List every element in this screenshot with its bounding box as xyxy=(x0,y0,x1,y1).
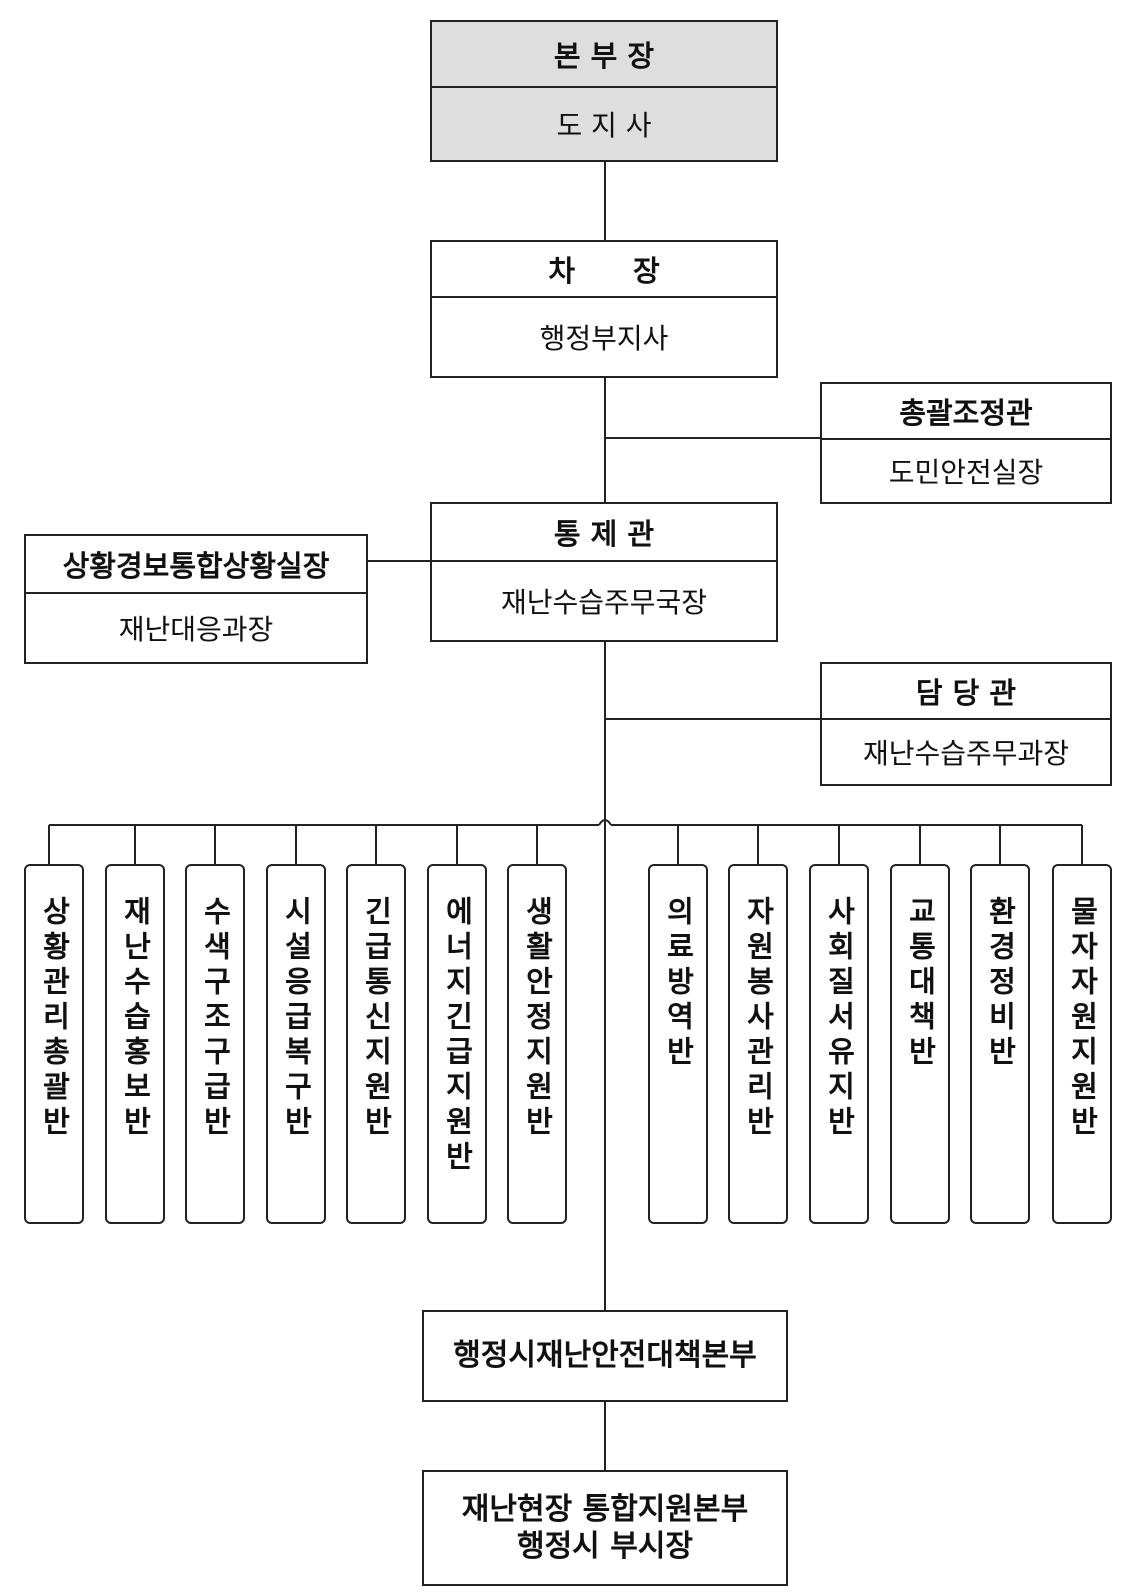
controller-box: 통 제 관 재난수습주무국장 xyxy=(430,502,778,642)
unit-label: 자원봉사관리반 xyxy=(741,896,776,1141)
field-hq-line1: 재난현장 통합지원본부 xyxy=(461,1491,749,1527)
general-coordinator-box: 총괄조정관 도민안전실장 xyxy=(820,382,1112,504)
officer-in-charge-holder: 재난수습주무과장 xyxy=(862,737,1070,770)
unit-label: 에너지긴급지원반 xyxy=(440,896,475,1176)
unit-situation-management: 상황관리총괄반 xyxy=(24,864,84,1224)
city-hq-box: 행정시재난안전대책본부 xyxy=(422,1310,788,1402)
field-hq-box: 재난현장 통합지원본부 행정시 부시장 xyxy=(422,1470,788,1586)
unit-label: 교통대책반 xyxy=(903,896,938,1071)
unit-label: 환경정비반 xyxy=(983,896,1018,1071)
unit-label: 재난수습홍보반 xyxy=(118,896,153,1141)
unit-label: 긴급통신지원반 xyxy=(359,896,394,1141)
situation-office-box: 상황경보통합상황실장 재난대응과장 xyxy=(24,534,368,664)
general-coordinator-title: 총괄조정관 xyxy=(822,384,1110,440)
deputy-title: 차 장 xyxy=(432,242,776,298)
situation-office-holder: 재난대응과장 xyxy=(118,613,274,646)
unit-livelihood-support: 생활안정지원반 xyxy=(507,864,567,1224)
deputy-holder: 행정부지사 xyxy=(539,322,669,355)
unit-label: 물자자원지원반 xyxy=(1065,896,1100,1141)
controller-title: 통 제 관 xyxy=(432,504,776,562)
unit-label: 생활안정지원반 xyxy=(520,896,555,1141)
unit-supplies-support: 물자자원지원반 xyxy=(1052,864,1112,1224)
unit-facility-repair: 시설응급복구반 xyxy=(266,864,326,1224)
unit-volunteer-management: 자원봉사관리반 xyxy=(728,864,788,1224)
unit-medical-quarantine: 의료방역반 xyxy=(648,864,708,1224)
unit-label: 시설응급복구반 xyxy=(279,896,314,1141)
unit-recovery-pr: 재난수습홍보반 xyxy=(105,864,165,1224)
unit-label: 의료방역반 xyxy=(661,896,696,1071)
deputy-box: 차 장 행정부지사 xyxy=(430,240,778,378)
unit-label: 수색구조구급반 xyxy=(198,896,233,1141)
headquarters-holder: 도 지 사 xyxy=(556,109,652,142)
field-hq-line2: 행정시 부시장 xyxy=(516,1529,694,1564)
unit-public-order: 사회질서유지반 xyxy=(809,864,869,1224)
situation-office-title: 상황경보통합상황실장 xyxy=(26,536,366,594)
officer-in-charge-box: 담 당 관 재난수습주무과장 xyxy=(820,662,1112,786)
unit-environment: 환경정비반 xyxy=(970,864,1030,1224)
general-coordinator-holder: 도민안전실장 xyxy=(888,456,1044,489)
headquarters-title: 본 부 장 xyxy=(432,22,776,88)
unit-traffic: 교통대책반 xyxy=(890,864,950,1224)
headquarters-box: 본 부 장 도 지 사 xyxy=(430,20,778,162)
unit-search-rescue: 수색구조구급반 xyxy=(185,864,245,1224)
unit-label: 사회질서유지반 xyxy=(822,896,857,1141)
city-hq-title: 행정시재난안전대책본부 xyxy=(453,1338,757,1374)
officer-in-charge-title: 담 당 관 xyxy=(822,664,1110,720)
controller-holder: 재난수습주무국장 xyxy=(500,586,708,619)
unit-energy-support: 에너지긴급지원반 xyxy=(427,864,487,1224)
unit-label: 상황관리총괄반 xyxy=(37,896,72,1141)
unit-emergency-comms: 긴급통신지원반 xyxy=(346,864,406,1224)
